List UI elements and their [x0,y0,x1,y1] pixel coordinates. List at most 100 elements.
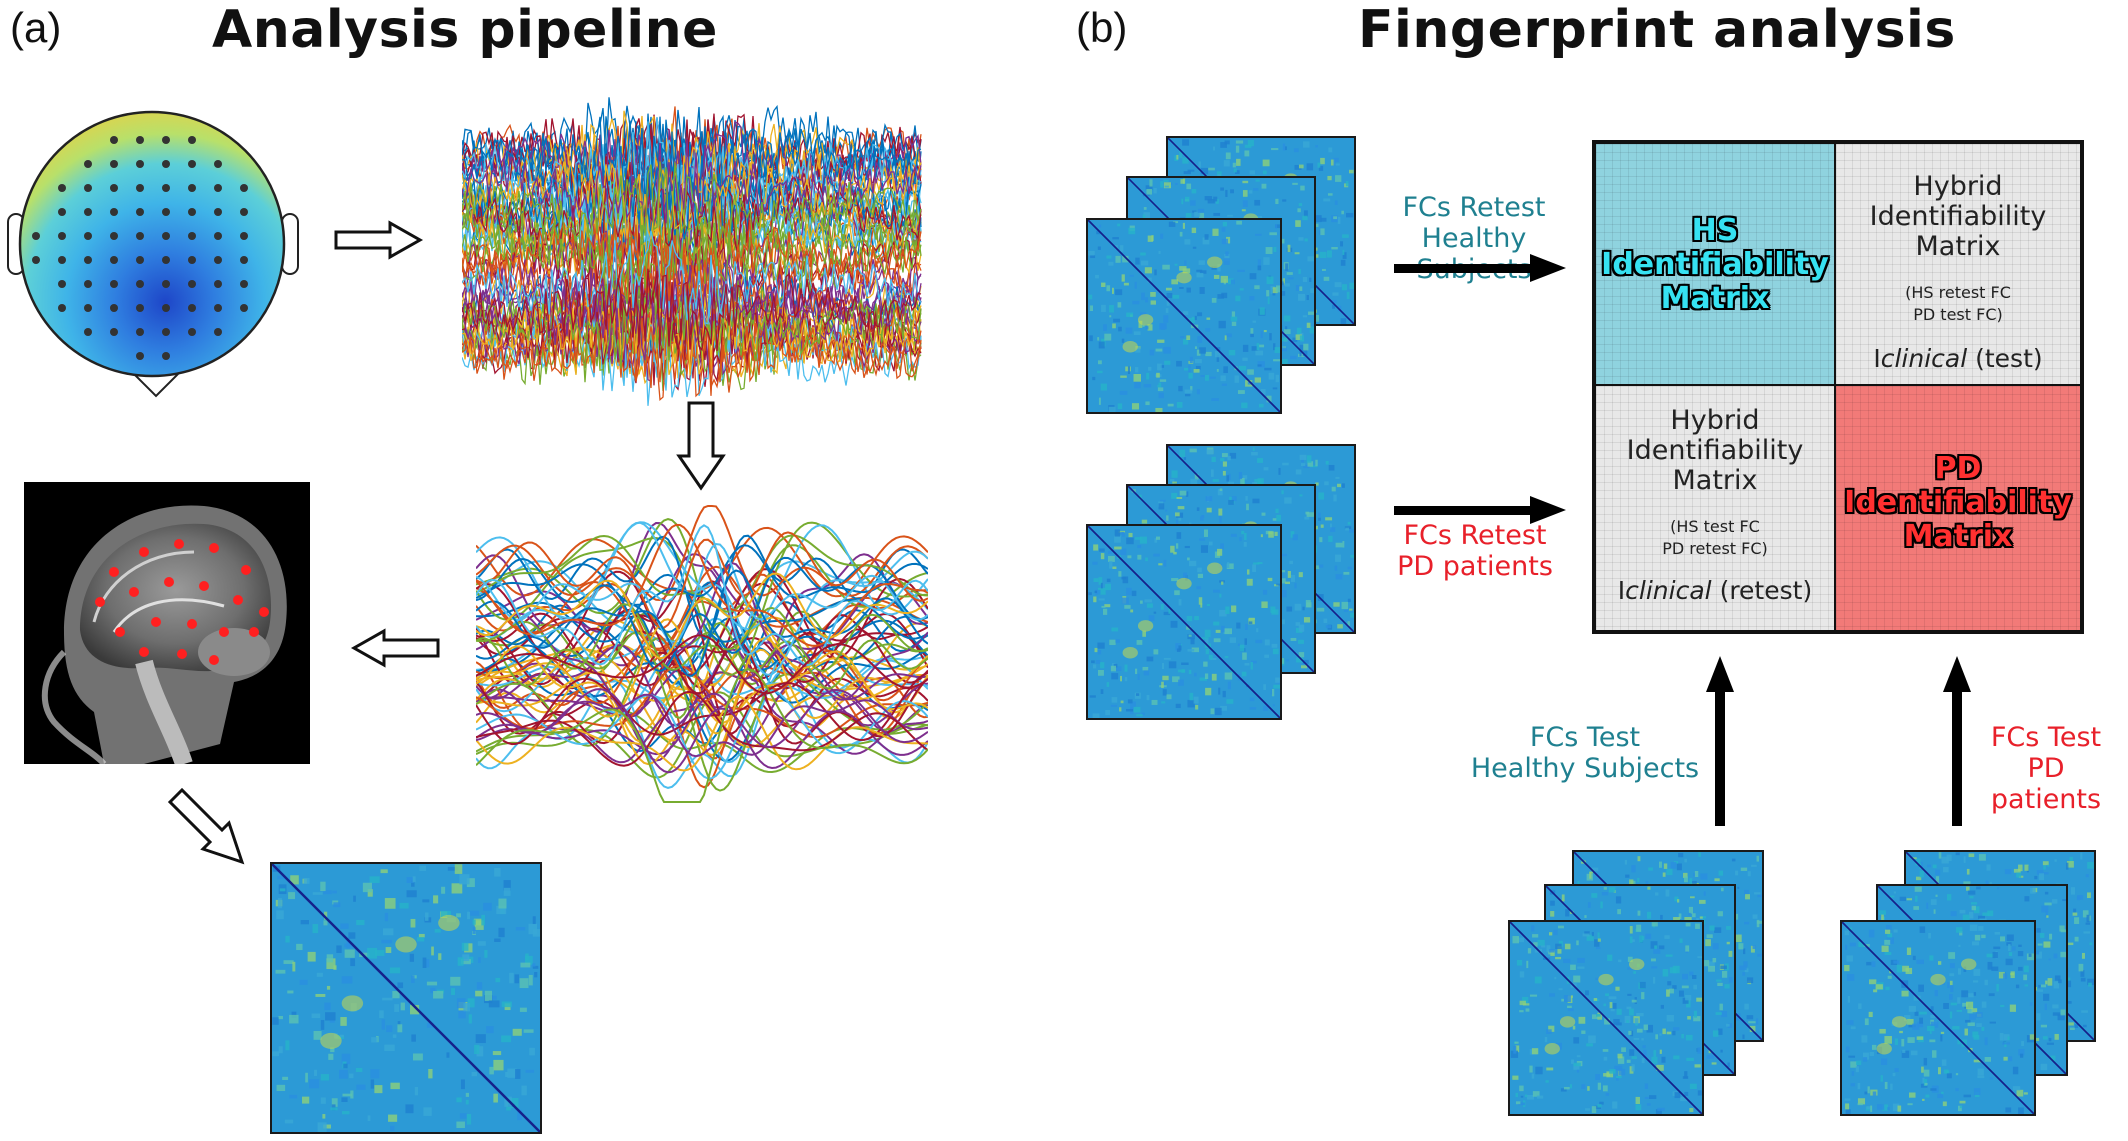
matrix-cell [1222,221,1228,227]
matrix-cell [1160,233,1164,239]
matrix-cell [1541,945,1546,948]
matrix-cell [1249,296,1255,301]
matrix-cell [1137,673,1140,680]
matrix-cell [2082,910,2089,918]
matrix-cell [1963,881,1971,884]
matrix-cell [1718,870,1724,876]
matrix-cell [1236,158,1241,166]
eeg-trace [462,259,922,342]
matrix-cell [1304,516,1310,520]
matrix-cell [1156,372,1160,378]
matrix-cell [1331,486,1336,492]
electrode-dot [188,160,196,168]
matrix-cell [1109,315,1112,318]
matrix-cell [1273,359,1280,362]
matrix-cell [1512,936,1520,944]
matrix-cell [418,933,425,938]
panel-b-title: Fingerprint analysis [1358,0,1956,60]
matrix-cell [1223,258,1230,265]
matrix-cell [1109,639,1116,646]
matrix-cell [509,972,514,984]
matrix-cell [382,997,393,1001]
matrix-cell [481,914,486,926]
matrix-cell [1253,562,1260,565]
electrode-dot [214,280,222,288]
matrix-cell [1631,865,1636,873]
matrix-cell [1962,914,1970,923]
matrix-cell [1894,1038,1899,1045]
matrix-cell [2052,1012,2061,1016]
matrix-cell [1136,714,1143,717]
matrix-cell [1561,894,1565,902]
matrix-cell [1519,971,1525,978]
matrix-cell [1127,699,1133,704]
matrix-cell [2054,1033,2059,1040]
matrix-cell [2086,914,2090,923]
matrix-cell [1655,892,1659,896]
matrix-cell [1211,297,1217,303]
matrix-cell [1290,531,1295,538]
matrix-cell [1673,1055,1680,1060]
matrix-cell [1178,645,1182,651]
matrix-cell [1175,519,1179,525]
matrix-cell [1242,190,1248,197]
matrix-cell [1746,977,1754,984]
matrix-cell [2000,1004,2005,1008]
matrix-cell [1105,583,1112,591]
matrix-cell [1684,1091,1689,1096]
matrix-cell [2018,864,2023,872]
matrix-cell [1219,516,1222,523]
matrix-cell [1572,1025,1576,1030]
matrix-cell [1617,1056,1625,1064]
matrix-cell [1174,155,1179,162]
filtered-trace [476,692,928,770]
matrix-cell [330,1107,338,1111]
matrix-cell [1303,617,1311,623]
iclinical-retest-label: Iclinical (retest) [1596,576,1834,605]
matrix-cell [1866,1106,1871,1110]
pd-identifiability-label: PD Identifiability Matrix [1836,452,2080,554]
matrix-cell [1550,950,1555,956]
matrix-cell [2006,942,2012,946]
matrix-cell [2004,869,2012,875]
matrix-cell [2041,905,2049,913]
matrix-cell [1224,655,1229,659]
matrix-cell [1882,1104,1888,1111]
matrix-cell [1348,169,1354,174]
filtered-trace [476,603,928,672]
matrix-cell [2036,928,2041,933]
matrix-cell [1097,370,1103,374]
matrix-cell [1658,861,1662,868]
matrix-cell [1104,604,1111,608]
matrix-cell [1254,377,1261,383]
matrix-cell [1563,958,1571,964]
matrix-cell [1191,316,1195,320]
matrix-cell [272,1017,279,1025]
matrix-cell [1128,532,1133,538]
matrix-hotspot [1122,340,1138,353]
matrix-cell [474,1044,480,1055]
matrix-cell [460,959,471,965]
matrix-cell [1694,1064,1701,1068]
matrix-cell [1175,543,1179,549]
electrode-dot [162,256,170,264]
matrix-hotspot [1544,1042,1560,1055]
iclinical-prefix: I [1873,344,1881,373]
matrix-cell [431,946,434,956]
matrix-cell [1653,976,1656,984]
matrix-cell [1678,852,1684,858]
matrix-cell [1682,997,1689,1004]
matrix-cell [1259,307,1265,315]
electrode-dot [58,256,66,264]
matrix-cell [1309,326,1314,334]
matrix-cell [1205,687,1212,696]
matrix-cell [1550,900,1555,906]
matrix-cell [478,957,481,963]
eeg-trace [462,168,922,257]
matrix-cell [1282,143,1286,151]
matrix-cell [1727,1062,1730,1068]
matrix-cell [2018,1049,2025,1056]
matrix-cell [283,960,294,964]
matrix-cell [414,1086,419,1096]
matrix-cell [1915,895,1918,902]
